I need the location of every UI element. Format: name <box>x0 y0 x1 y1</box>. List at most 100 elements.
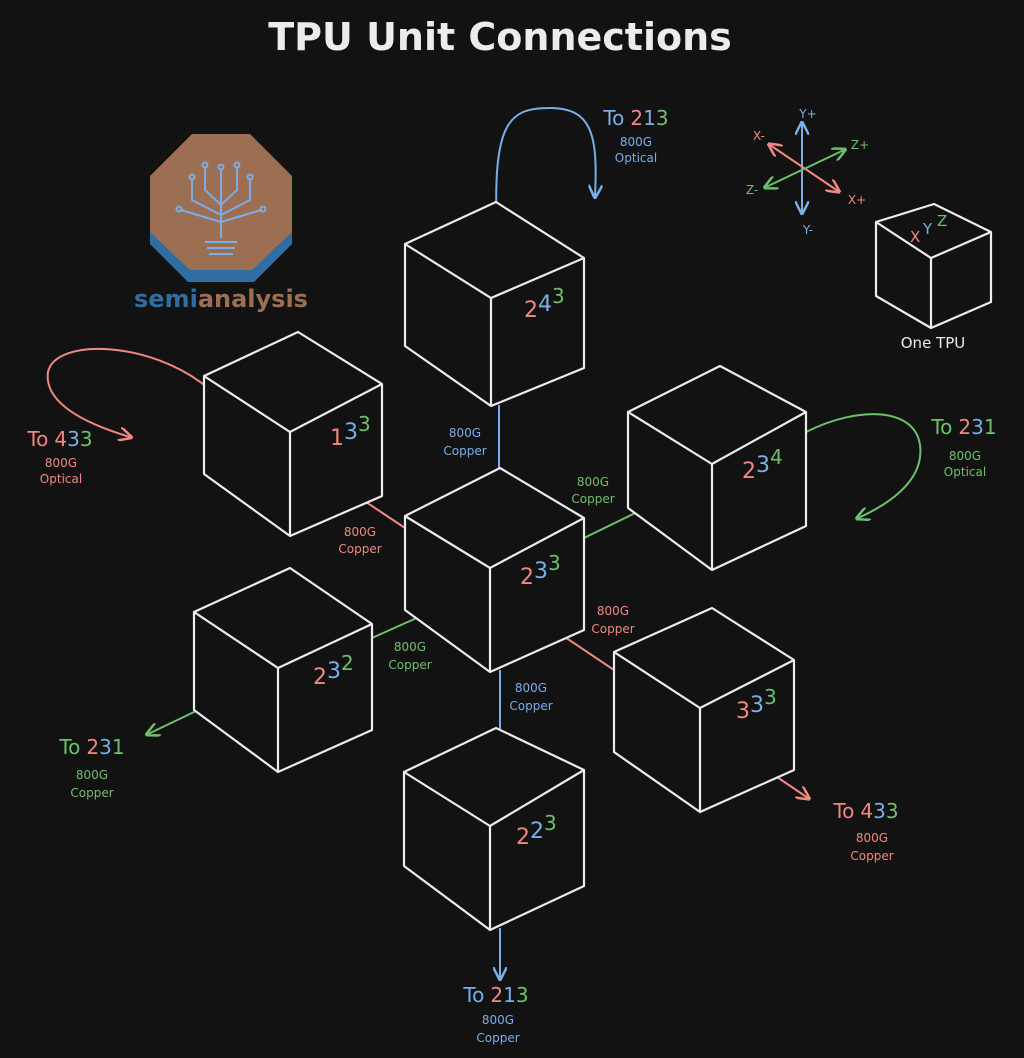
speed: 800G <box>515 681 547 695</box>
label-x-link-left: 800G Copper <box>338 525 381 556</box>
coord-y: 4 <box>538 292 552 317</box>
coord-x: 2 <box>520 565 534 590</box>
coord-z: 3 <box>656 106 669 130</box>
medium: Copper <box>70 786 113 800</box>
coord-x: 4 <box>54 427 67 451</box>
to-word: To <box>930 415 952 439</box>
speed: 800G <box>344 525 376 539</box>
coord-x: 2 <box>630 106 643 130</box>
medium: Copper <box>571 492 614 506</box>
coord-y: 3 <box>873 799 886 823</box>
speed: 800G <box>76 768 108 782</box>
left-optical-loop <box>46 347 209 437</box>
to-word: To <box>26 427 48 451</box>
coord-z: 3 <box>544 811 557 835</box>
speed: 800G <box>482 1013 514 1027</box>
coord-z: 1 <box>112 735 125 759</box>
label-y-link-top: 800G Copper <box>443 426 486 458</box>
svg-text:223: 223 <box>516 811 557 850</box>
svg-text:243: 243 <box>524 284 565 323</box>
one-tpu-caption: One TPU <box>901 334 966 352</box>
medium: Copper <box>388 658 431 672</box>
coord-x: 4 <box>860 799 873 823</box>
svg-text:133: 133 <box>330 412 371 451</box>
z-axis-line <box>766 150 844 187</box>
label-y-link-bottom: 800G Copper <box>509 681 552 713</box>
to-word: To <box>832 799 854 823</box>
tpu-cube-133: 133 <box>202 330 384 538</box>
to-word: To <box>462 983 484 1007</box>
to-word: To <box>602 106 624 130</box>
page-title: TPU Unit Connections <box>268 15 732 59</box>
speed: 800G <box>577 475 609 489</box>
coord-x: 2 <box>86 735 99 759</box>
svg-text:333: 333 <box>736 685 777 724</box>
coord-x: 2 <box>524 298 538 323</box>
circuit-tree-icon <box>175 161 267 255</box>
coord-x: 2 <box>742 459 756 484</box>
coord-y: 3 <box>344 420 358 445</box>
coord-y: 3 <box>750 693 764 718</box>
logo-text-analysis: analysis <box>198 285 308 313</box>
label-x-link-right: 800G Copper <box>591 604 634 636</box>
coord-y: 2 <box>530 819 544 844</box>
medium: Copper <box>591 622 634 636</box>
coord-y: 3 <box>534 559 548 584</box>
tpu-cube-333: 333 <box>612 606 796 814</box>
coord-z: 3 <box>358 412 371 436</box>
coord-y: 1 <box>643 106 656 130</box>
speed: 800G <box>449 426 481 440</box>
legend-z-label: Z <box>937 212 947 230</box>
coord-z: 3 <box>886 799 899 823</box>
tpu-cube-234: 234 <box>626 364 808 572</box>
speed: 800G <box>856 831 888 845</box>
z-minus-label: Z- <box>746 183 758 197</box>
coord-z: 1 <box>984 415 997 439</box>
to-word: To <box>58 735 80 759</box>
one-tpu-legend-cube: X Y Z One TPU <box>874 202 993 352</box>
svg-text:232: 232 <box>313 651 354 690</box>
coord-z: 3 <box>552 284 565 308</box>
coord-y: 3 <box>971 415 984 439</box>
coord-x: 2 <box>313 665 327 690</box>
svg-text:234: 234 <box>742 445 783 484</box>
coord-z: 3 <box>80 427 93 451</box>
medium: Copper <box>443 444 486 458</box>
coord-x: 3 <box>736 699 750 724</box>
tpu-cube-243: 243 <box>403 200 586 408</box>
z-plus-label: Z+ <box>851 138 869 152</box>
speed: 800G <box>597 604 629 618</box>
coord-x: 2 <box>490 983 503 1007</box>
label-z-link-right: 800G Copper <box>571 475 614 506</box>
svg-text:semianalysis: semianalysis <box>134 285 308 313</box>
speed: 800G <box>45 456 77 470</box>
coord-z: 3 <box>548 551 561 575</box>
logo-text-semi: semi <box>134 285 198 313</box>
x-plus-label: X+ <box>848 193 866 207</box>
coord-x: 2 <box>516 825 530 850</box>
top-optical-loop <box>496 106 595 232</box>
coord-x: 2 <box>958 415 971 439</box>
right-optical-loop <box>805 413 922 518</box>
semianalysis-logo: semianalysis <box>134 134 308 313</box>
coord-y: 3 <box>99 735 112 759</box>
y-minus-label: Y- <box>802 223 813 237</box>
coord-z: 2 <box>341 651 354 675</box>
x-minus-label: X- <box>753 129 765 143</box>
tpu-cube-233: 233 <box>403 466 586 674</box>
legend-y-label: Y <box>922 220 933 238</box>
tpu-cube-232: 232 <box>192 566 374 774</box>
axis-legend: Y+ Y- X- X+ Z+ Z- <box>746 107 869 237</box>
coord-y: 3 <box>327 659 341 684</box>
